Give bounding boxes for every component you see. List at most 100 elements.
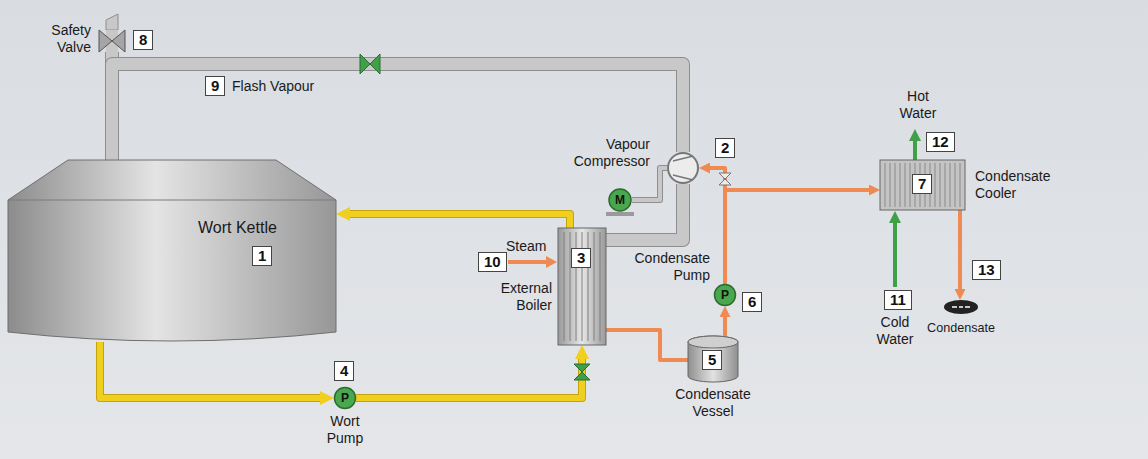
kettle-seam — [8, 200, 336, 201]
flow-label: Flash Vapour — [232, 78, 314, 95]
pipe-group — [725, 316, 726, 336]
symbol-letter: P — [714, 284, 736, 306]
motor-symbol — [609, 189, 631, 211]
callout-number: 4 — [334, 361, 354, 381]
condensate-valve — [719, 173, 731, 179]
boiler-tube — [600, 232, 601, 341]
callout-number: 3 — [571, 248, 591, 268]
condensate-pipe — [723, 316, 727, 336]
cooler-shell — [880, 160, 965, 210]
flow-label: Cold Water — [871, 314, 919, 348]
shape-outline — [558, 228, 606, 345]
cooler-plate — [910, 163, 911, 207]
part-name: Condensate Vessel — [673, 386, 753, 420]
symbol-letter: P — [334, 387, 356, 409]
flash-valve — [370, 54, 380, 74]
valve-symbol — [99, 30, 112, 52]
cooler-plate — [940, 163, 941, 207]
drain-symbol — [952, 306, 970, 308]
vapour-pipe — [112, 64, 683, 160]
cooler-plate — [900, 163, 901, 207]
pipe-group — [606, 184, 683, 240]
shape-outline — [8, 160, 336, 342]
flow-label: Steam — [506, 238, 546, 255]
compressor-symbol — [668, 153, 698, 183]
shape-outline — [944, 300, 978, 314]
pipe-group — [100, 342, 321, 398]
callout-number: 11 — [884, 290, 912, 310]
motor-mount — [606, 212, 634, 216]
part-name: Safety Valve — [39, 22, 91, 56]
part-name: Condensate Cooler — [975, 168, 1061, 202]
steam-arrowhead — [546, 256, 557, 268]
pipe-outline — [356, 358, 582, 398]
wort-pump: 4PWort Pump — [334, 387, 356, 409]
external-boiler: External Boiler3 — [558, 228, 606, 345]
motor-symbol: M — [608, 188, 632, 212]
vapour-compressor: Vapour Compressor2 — [667, 152, 699, 184]
shape-outline — [99, 30, 125, 52]
wort-pipe — [356, 358, 582, 398]
part-name: Condensate Pump — [626, 250, 710, 284]
cooler-plate — [950, 163, 951, 207]
flow-label: Hot Water — [894, 88, 942, 122]
pipe-outline — [100, 342, 321, 398]
flash-valve — [360, 54, 370, 74]
vessel-top — [688, 336, 738, 348]
pipe-group — [959, 210, 960, 290]
pump-symbol — [335, 388, 356, 409]
callout-number: 7 — [912, 174, 932, 194]
pipe-group — [632, 168, 667, 200]
cooler-plate — [935, 163, 936, 207]
cooler-plate — [955, 163, 956, 207]
pipe-group — [725, 190, 870, 284]
hot-water-outlet — [913, 140, 917, 160]
drain-symbol — [944, 300, 978, 314]
cold-water-arrowhead — [889, 211, 901, 223]
valve-symbol — [112, 30, 125, 52]
vessel-body — [688, 336, 738, 382]
pipe-group — [112, 64, 683, 160]
compressor-symbol — [673, 156, 693, 180]
part-name: Vapour Compressor — [566, 136, 650, 170]
condensate-cooler: 7Condensate Cooler — [880, 160, 965, 210]
condensate-pipe — [725, 190, 870, 284]
pipe-group — [349, 214, 570, 228]
boiler-shell — [558, 228, 606, 345]
callout-number: 1 — [252, 246, 272, 266]
cooler-plate — [960, 163, 961, 207]
callout-number: 6 — [742, 292, 762, 312]
cooler-plate — [905, 163, 906, 207]
condensate-valve — [719, 179, 731, 185]
chimney-outlet — [106, 14, 118, 30]
part-name: Condensate — [924, 320, 998, 337]
part-name: Wort Pump — [321, 413, 369, 447]
condensate-pipe — [958, 210, 962, 290]
kettle-body — [8, 160, 336, 341]
pipe-outline — [606, 184, 683, 240]
drive-shaft — [632, 168, 667, 200]
boiler-tube — [564, 232, 565, 341]
pipe-group — [606, 330, 688, 360]
wort-valve — [574, 364, 590, 372]
condensate-pipe — [606, 330, 688, 360]
cooler-plate — [895, 163, 896, 207]
callout-number: 2 — [715, 138, 735, 158]
cooler-plate — [885, 163, 886, 207]
part-name: External Boiler — [488, 280, 552, 314]
cooler-plate — [890, 163, 891, 207]
condensate-vessel: 5Condensate Vessel — [688, 336, 738, 382]
safety-valve: Safety Valve8 — [99, 30, 125, 52]
pipe-outline — [349, 214, 570, 228]
pipe-outline — [632, 168, 667, 200]
wort-valve — [574, 372, 590, 380]
part-name: Wort Kettle — [198, 218, 277, 237]
callout-number: 9 — [205, 76, 225, 96]
callout-number: 12 — [926, 132, 955, 152]
callout-number: 5 — [702, 350, 722, 370]
wort-kettle: Wort Kettle 1 — [8, 160, 336, 342]
wort-pipe — [349, 214, 570, 228]
cold-water-inlet — [893, 222, 897, 287]
pipe-outline — [112, 64, 683, 160]
hot-water-arrowhead — [909, 129, 921, 141]
